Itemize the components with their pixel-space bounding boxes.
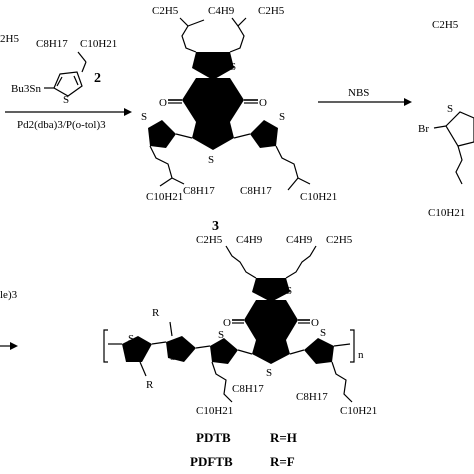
poly-oxygen-right: O	[311, 317, 319, 329]
polymer-structure: C2H5 C4H9 C4H9 C2H5 S O O S S C8H17 C10H…	[103, 234, 377, 417]
label-pdtb-r: R=H	[270, 430, 297, 445]
poly-sulfur-right: S	[320, 327, 326, 339]
ethyl-fragment-left: 2H5	[0, 33, 19, 45]
c3-octyl-left: C8H17	[183, 185, 215, 197]
poly-octyl-left: C8H17	[232, 383, 264, 395]
compound-3-structure: C2H5 C4H9 C2H5 S O O S S C8H17 C10H21	[141, 5, 337, 234]
label-pdtb-name: PDTB	[196, 430, 231, 445]
c3-oxygen-left: O	[159, 97, 167, 109]
label-pdftb-r: R=F	[270, 454, 295, 469]
poly-decyl-right: C10H21	[340, 405, 377, 417]
product-bromine: Br	[418, 123, 429, 135]
poly-sulfur-left2: S	[170, 351, 176, 363]
reagent-decyl-label: C10H21	[80, 38, 117, 50]
poly-butyl-left: C4H9	[236, 234, 263, 246]
c3-decyl-left: C10H21	[146, 191, 183, 203]
c3-octyl-right: C8H17	[240, 185, 272, 197]
c3-decyl-right: C10H21	[300, 191, 337, 203]
product-ethyl: C2H5	[432, 19, 459, 31]
reagent-sulfur-label: S	[63, 94, 69, 106]
brominated-product-fragment: C2H5 Br S C10H21	[418, 19, 474, 219]
poly-r-bottom: R	[146, 379, 154, 391]
poly-sulfur-center: S	[266, 367, 272, 379]
step2-reagent: NBS	[348, 87, 369, 99]
c3-ethyl-right: C2H5	[258, 5, 285, 17]
reagent-number: 2	[94, 71, 101, 86]
poly-r-top: R	[152, 307, 160, 319]
poly-sulfur-left3: S	[128, 333, 134, 345]
poly-ethyl-right: C2H5	[326, 234, 353, 246]
poly-sulfur-top: S	[286, 285, 292, 297]
product-decyl: C10H21	[428, 207, 465, 219]
reagent-stannyl-label: Bu3Sn	[11, 83, 41, 95]
c3-sulfur-right: S	[279, 111, 285, 123]
poly-repeat-n: n	[358, 349, 364, 361]
poly-sulfur-left1: S	[218, 329, 224, 341]
step3-fragment: le)3	[0, 289, 18, 301]
product-sulfur: S	[447, 103, 453, 115]
c3-sulfur-bottom: S	[208, 154, 214, 166]
c3-oxygen-right: O	[259, 97, 267, 109]
c3-ethyl-left: C2H5	[152, 5, 179, 17]
step1-conditions: Pd2(dba)3/P(o-tol)3	[17, 119, 106, 131]
c3-sulfur-top: S	[230, 61, 236, 73]
c3-sulfur-left: S	[141, 111, 147, 123]
poly-octyl-right: C8H17	[296, 391, 328, 403]
compound-3-number: 3	[212, 219, 219, 234]
c3-butyl: C4H9	[208, 5, 235, 17]
poly-butyl-right: C4H9	[286, 234, 313, 246]
poly-oxygen-left: O	[223, 317, 231, 329]
poly-decyl-left: C10H21	[196, 405, 233, 417]
poly-ethyl-left: C2H5	[196, 234, 223, 246]
reagent-octyl-label: C8H17	[36, 38, 68, 50]
reagent-2-structure: C8H17 C10H21 S Bu3Sn 2	[11, 38, 117, 106]
label-pdftb-name: PDFTB	[190, 454, 233, 469]
